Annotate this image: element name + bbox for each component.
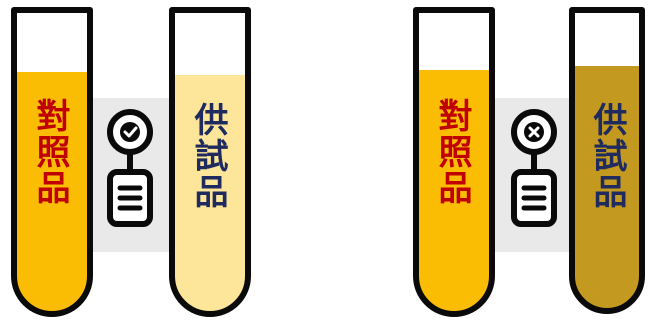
tube-liquid (14, 72, 90, 314)
tube-outline (11, 7, 93, 317)
tube-liquid (572, 66, 642, 311)
tube-outline (569, 7, 645, 314)
tube-outline (413, 7, 495, 317)
sample-label: 供試品 (188, 102, 228, 210)
tube-liquid (172, 75, 248, 314)
document-icon (511, 169, 557, 227)
panel-match (11, 7, 251, 317)
control-tube (413, 7, 495, 317)
control-label: 對照品 (30, 98, 70, 206)
control-label: 對照品 (432, 98, 472, 206)
tube-outline (169, 7, 251, 317)
document-icon (107, 169, 153, 227)
tube-liquid (416, 70, 492, 314)
cross-icon (511, 109, 557, 155)
sample-label: 供試品 (587, 102, 627, 210)
sample-tube (569, 7, 645, 314)
panel-mismatch (413, 7, 645, 317)
sample-tube (169, 7, 251, 317)
control-tube (11, 7, 93, 317)
check-icon (107, 109, 153, 155)
